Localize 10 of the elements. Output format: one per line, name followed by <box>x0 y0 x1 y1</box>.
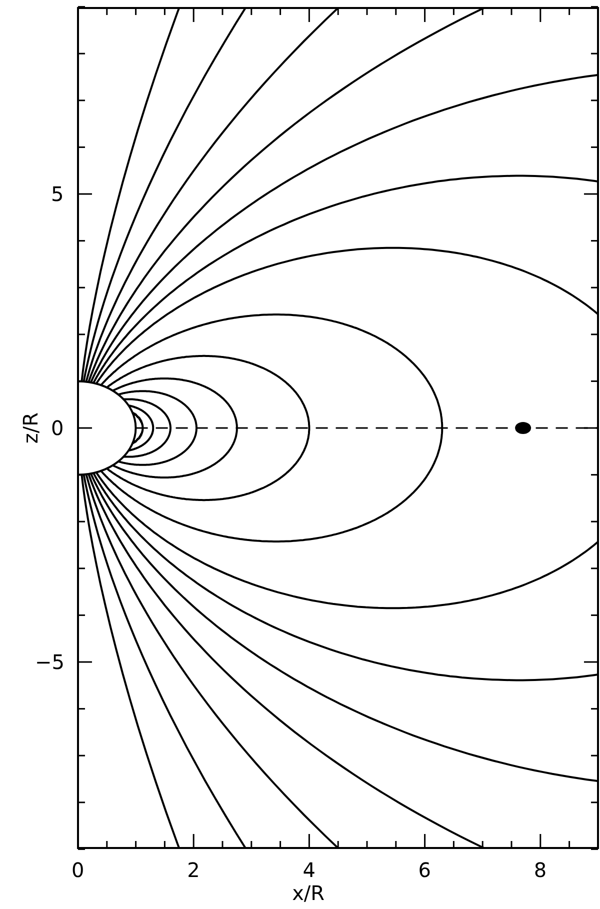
tick-label: 5 <box>51 183 64 205</box>
tick-label: 2 <box>187 859 200 881</box>
tick-label: 8 <box>534 859 547 881</box>
tick-label: −5 <box>35 651 64 673</box>
tick-label: 4 <box>302 859 316 881</box>
axis-title: z/R <box>19 412 42 444</box>
tick-label: 0 <box>72 859 84 881</box>
axis-title: x/R <box>292 882 325 904</box>
tick-label: 6 <box>418 859 432 881</box>
tick-label: 0 <box>51 417 64 439</box>
